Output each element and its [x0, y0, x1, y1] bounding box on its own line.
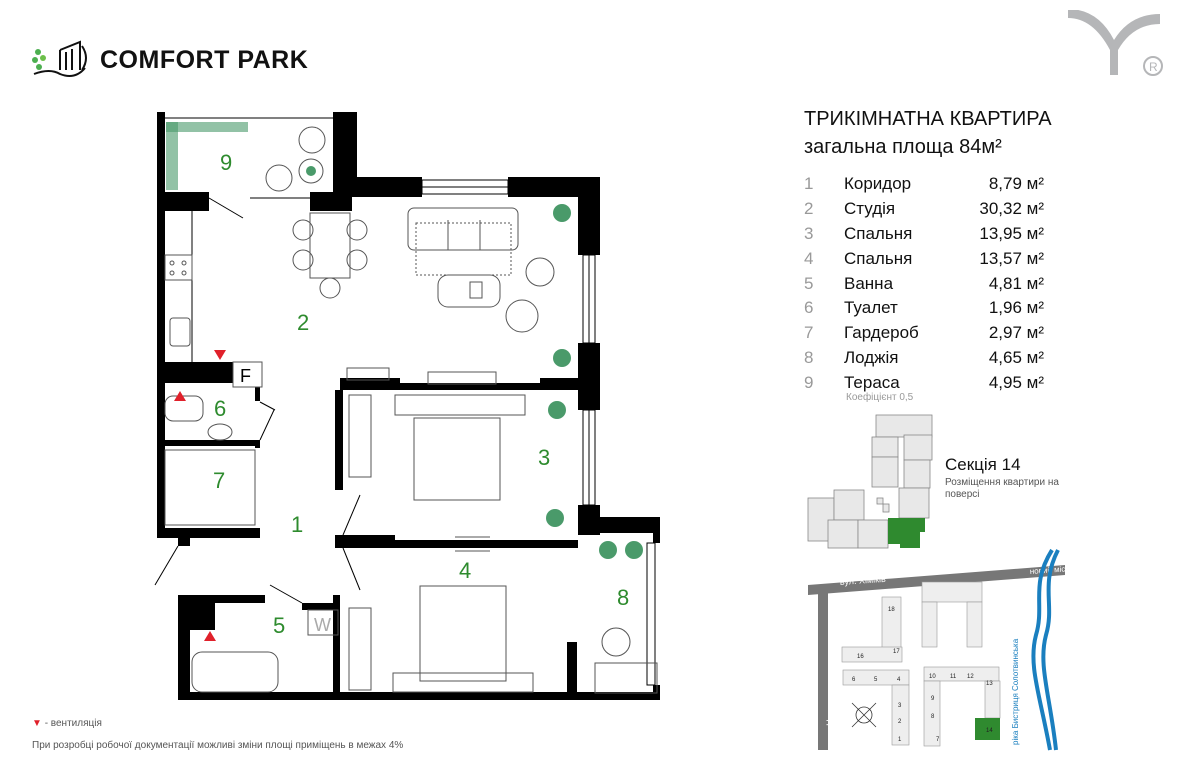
svg-text:18: 18 [888, 607, 895, 613]
room-label-9: 9 [220, 150, 232, 175]
section-subtitle: Розміщення квартири на поверсі [945, 477, 1059, 500]
room-label-1: 1 [291, 512, 303, 537]
room-row: 6 Туалет 1,96 м² [804, 296, 1044, 321]
room-area: 13,57 м² [979, 248, 1044, 268]
svg-text:14: 14 [986, 728, 993, 734]
svg-text:3: 3 [898, 703, 902, 709]
street-label-1: вул. Хіміків [839, 574, 886, 587]
room-area: 13,95 м² [979, 223, 1044, 243]
room-name: Спальня [844, 248, 913, 268]
room-number: 7 [804, 323, 814, 343]
room-area: 8,79 м² [988, 174, 1044, 194]
plants [166, 122, 643, 559]
room-label-7: 7 [213, 468, 225, 493]
room-area: 30,32 м² [979, 199, 1044, 219]
brand-name: COMFORT PARK [100, 45, 309, 74]
section-title: Секція 14 [945, 455, 1021, 474]
room-row: 8 Лоджія 4,65 м² [804, 346, 1044, 371]
room-area: 1,96 м² [988, 298, 1044, 318]
section-14-highlight [975, 718, 1000, 740]
svg-text:1: 1 [898, 737, 902, 743]
room-name: Ванна [844, 273, 894, 293]
vent-triangle-icon: ▼ [32, 718, 42, 729]
room-number: 5 [804, 273, 814, 293]
room-row: 2 Студія 30,32 м² [804, 197, 1044, 222]
room-row: 7 Гардероб 2,97 м² [804, 321, 1044, 346]
svg-text:2: 2 [898, 719, 902, 725]
svg-text:4: 4 [897, 677, 901, 683]
room-name: Спальня [844, 223, 913, 243]
room-label-3: 3 [538, 445, 550, 470]
apartment-highlight [888, 518, 925, 548]
apartment-total-area: загальна площа 84м² [804, 136, 1002, 158]
room-label-8: 8 [617, 585, 629, 610]
developer-logo-icon: R [1068, 10, 1163, 76]
room-label-2: 2 [297, 310, 309, 335]
room-label-6: 6 [214, 396, 226, 421]
terrace-coefficient: Коефіцієнт 0,5 [846, 392, 914, 403]
svg-text:16: 16 [857, 654, 864, 660]
room-row: 1 Коридор 8,79 м² [804, 172, 1044, 197]
room-area: 4,81 м² [988, 273, 1044, 293]
furniture [164, 126, 658, 694]
room-area: 4,95 м² [988, 372, 1044, 392]
room-row: 5 Ванна 4,81 м² [804, 271, 1044, 296]
room-numbers: 9 2 3 6 7 1 4 5 8 [213, 150, 629, 638]
walls [157, 112, 660, 700]
svg-text:5: 5 [874, 677, 878, 683]
svg-text:9: 9 [931, 696, 935, 702]
river [1031, 548, 1060, 751]
room-row: 9 Тераса 4,95 м² [804, 370, 1044, 395]
room-name: Гардероб [844, 323, 919, 343]
room-number: 2 [804, 199, 814, 219]
room-name: Студія [844, 199, 896, 219]
room-number: 9 [804, 372, 814, 392]
room-name: Коридор [844, 174, 912, 194]
svg-text:12: 12 [967, 674, 974, 680]
street-tselevycha [818, 590, 828, 750]
street-label-2: вул. Целевича [825, 685, 835, 745]
compass-icon [851, 702, 877, 728]
svg-text:8: 8 [931, 714, 935, 720]
svg-text:6: 6 [852, 677, 856, 683]
room-number: 4 [804, 248, 814, 268]
ventilation-icons [174, 350, 226, 641]
svg-text:11: 11 [950, 674, 957, 680]
room-area: 2,97 м² [988, 323, 1044, 343]
room-name: Тераса [844, 372, 900, 392]
room-row: 4 Спальня 13,57 м² [804, 246, 1044, 271]
svg-text:17: 17 [893, 649, 900, 655]
washer-label: W [314, 615, 331, 635]
room-row: 3 Спальня 13,95 м² [804, 222, 1044, 247]
room-label-4: 4 [459, 558, 471, 583]
room-number: 6 [804, 298, 814, 318]
floor-plan: F W 9 2 3 6 7 1 4 5 8 [154, 112, 660, 700]
ventilation-legend-text: - вентиляція [44, 718, 102, 729]
room-name: Лоджія [844, 347, 899, 367]
brand-logo: COMFORT PARK [30, 40, 308, 80]
room-number: 1 [804, 174, 814, 194]
fridge-label: F [240, 366, 251, 386]
svg-text:10: 10 [929, 674, 936, 680]
room-area: 4,65 м² [988, 347, 1044, 367]
street-khimikiv [808, 565, 1065, 595]
ventilation-legend: ▼ - вентиляція [32, 718, 102, 729]
room-label-5: 5 [273, 613, 285, 638]
room-number: 8 [804, 347, 814, 367]
disclaimer-note: При розробці робочої документації можлив… [32, 740, 404, 751]
room-number: 3 [804, 223, 814, 243]
room-name: Туалет [844, 298, 898, 318]
apartment-title: ТРИКІМНАТНА КВАРТИРА [804, 108, 1052, 130]
river-label: ріка Бистриця Солотвинська [1011, 638, 1020, 745]
svg-text:13: 13 [986, 681, 993, 687]
svg-text:R: R [1149, 60, 1158, 74]
windows-doors [154, 117, 656, 686]
logo-icon [32, 40, 87, 77]
svg-text:7: 7 [936, 737, 940, 743]
section-floor-map [807, 414, 933, 549]
site-plan: вул. Хіміків новий міст вул. Целевича рі… [808, 548, 1070, 751]
